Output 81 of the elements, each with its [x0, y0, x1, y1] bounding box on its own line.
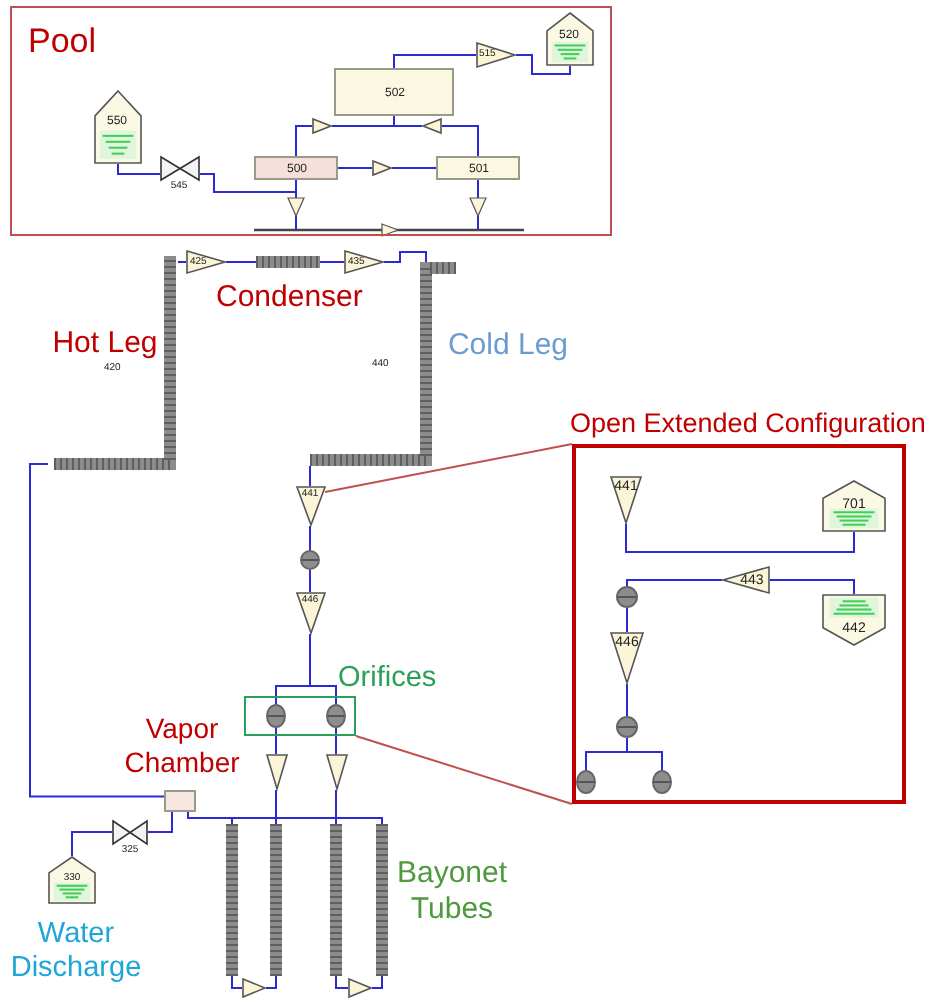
pipe-connection [309, 633, 337, 705]
pipe-segment [256, 256, 320, 268]
orifice-symbol [300, 550, 320, 570]
pipe-connection [515, 54, 571, 75]
pipe-connection [71, 831, 113, 857]
pipe-connection [371, 975, 383, 989]
pipe-connection [769, 579, 855, 595]
section-label: Cold Leg [445, 328, 571, 364]
pipe-segment [376, 824, 388, 976]
volume-box [435, 155, 519, 179]
junction-triangle [610, 476, 642, 524]
pipe-connection [309, 569, 311, 593]
pipe-connection [225, 261, 257, 263]
pipe-connection [625, 523, 855, 553]
junction-triangle [295, 486, 325, 526]
region-title: Open Extended Configuration [570, 410, 926, 437]
orifice-symbol [576, 770, 596, 794]
region-frame [10, 6, 612, 236]
junction-triangle [348, 978, 372, 998]
tank-symbol [822, 480, 886, 532]
pipe-connection [199, 173, 297, 193]
pipe-connection [319, 261, 345, 263]
junction-triangle [722, 566, 770, 594]
orifice-symbol [652, 770, 672, 794]
pipe-segment [270, 824, 282, 976]
junction-triangle [325, 754, 347, 790]
region-title: Orifices [338, 664, 437, 693]
tank-symbol [545, 11, 593, 65]
orifice-symbol [616, 586, 638, 608]
pipe-connection [391, 167, 437, 169]
pipe-connection [117, 163, 161, 175]
component-label: Water Discharge [10, 918, 142, 988]
junction-triangle [344, 250, 384, 274]
pipe-connection [309, 525, 311, 551]
component-label: Vapor Chamber [122, 712, 242, 780]
orifice-symbol [266, 704, 286, 728]
junction-triangle [295, 592, 325, 634]
pipe-connection [29, 463, 165, 798]
junction-triangle [475, 41, 515, 67]
pipe-segment [226, 824, 238, 976]
pipe-connection [626, 737, 663, 771]
junction-triangle [610, 632, 644, 684]
junction-triangle [265, 754, 287, 790]
pipe-connection [177, 261, 187, 263]
zoom-line [355, 735, 573, 805]
pipe-connection [383, 251, 427, 263]
tank-symbol [93, 89, 141, 163]
pipe-connection [441, 125, 479, 157]
pipe-connection [626, 683, 628, 717]
pipe-connection [626, 607, 628, 633]
pipe-segment [48, 250, 178, 472]
section-label: Hot Leg [50, 326, 160, 362]
junction-triangle [311, 117, 331, 133]
valve-symbol [159, 155, 199, 191]
pipe-connection [337, 167, 373, 169]
zoom-line [324, 443, 573, 493]
pipe-connection [393, 54, 477, 69]
pipe-connection [295, 125, 313, 157]
pipe-connection [335, 727, 337, 755]
junction-triangle [421, 117, 441, 133]
valve-symbol [112, 820, 148, 856]
volume-box [333, 67, 453, 115]
volume-box [253, 155, 337, 179]
pipe-connection [393, 115, 423, 127]
pipe-connection [626, 579, 723, 587]
pipe-connection [147, 811, 173, 833]
pipe-connection [187, 811, 383, 825]
pipe-connection [335, 975, 349, 989]
junction-triangle [186, 250, 226, 274]
pipe-connection [265, 975, 277, 989]
pipe-connection [231, 975, 243, 989]
pipe-connection [275, 727, 277, 755]
junction-triangle [242, 978, 266, 998]
pipe-connection [309, 465, 311, 487]
orifice-symbol [616, 716, 638, 738]
junction-triangle [371, 159, 391, 175]
orifice-symbol [326, 704, 346, 728]
tank-symbol [822, 594, 886, 646]
pipe-segment [330, 824, 342, 976]
section-label: Bayonet Tubes [394, 856, 510, 928]
region-title: Pool [28, 24, 97, 58]
